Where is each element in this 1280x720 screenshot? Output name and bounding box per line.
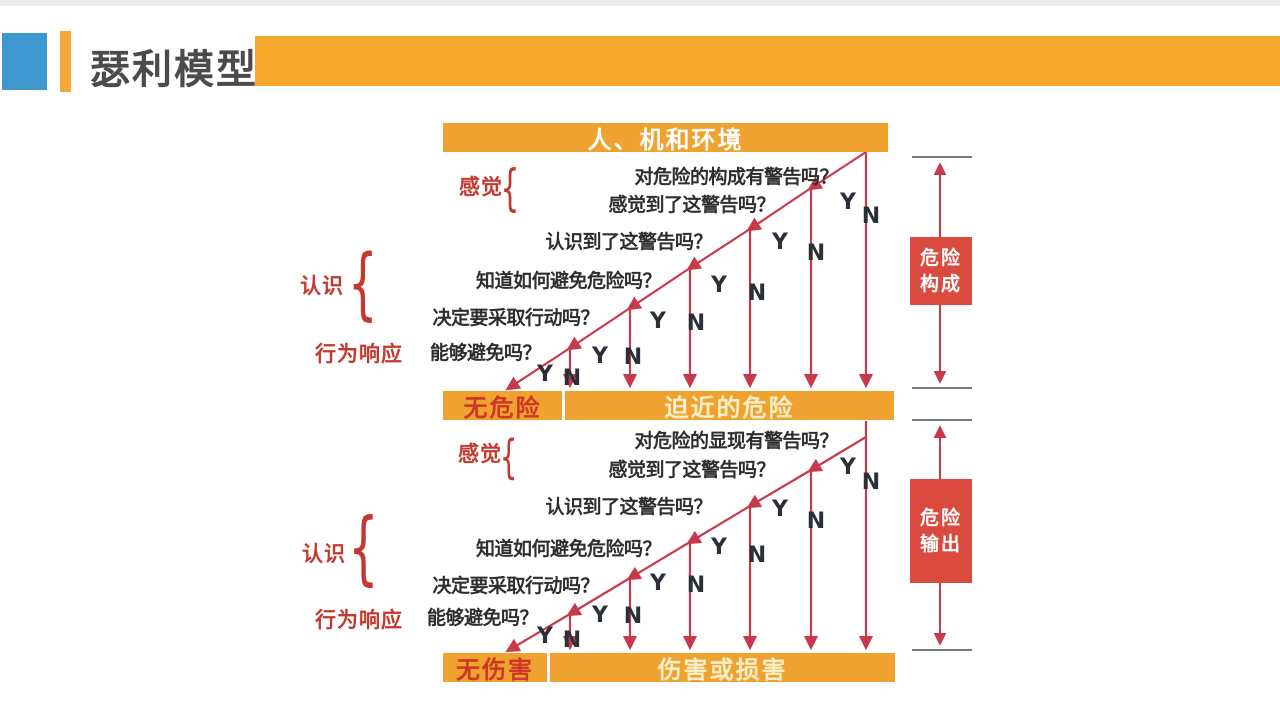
band-divider	[562, 391, 565, 420]
band-middle-right-cell: 迫近的危险	[565, 391, 894, 422]
no-label-section2: N	[562, 628, 582, 653]
yellow-accent-bar	[60, 31, 71, 92]
no-label-section1: N	[623, 345, 643, 370]
yes-label-section2: Y	[840, 455, 856, 480]
no-label-section2: N	[747, 543, 767, 568]
no-label-section1: N	[747, 281, 767, 306]
question: 能够避免吗？	[429, 342, 542, 364]
question: 感觉到了这警告吗？	[608, 194, 775, 216]
section1-tree	[505, 151, 874, 391]
band-middle-left-cell: 无危险	[443, 391, 562, 422]
injury-damage-label: 伤害或损害	[657, 656, 788, 684]
question: 知道如何避免危险吗？	[475, 270, 662, 292]
top-edge-strip	[0, 0, 1280, 6]
yes-label-section1: Y	[650, 309, 666, 334]
question: 认识到了这警告吗？	[545, 231, 712, 253]
yes-label-section2: Y	[772, 497, 788, 522]
side-box-line: 输出	[919, 533, 962, 555]
question: 认识到了这警告吗？	[545, 496, 712, 518]
band-top-label: 人、机和环境	[587, 126, 744, 154]
yes-label-section1: Y	[840, 190, 856, 215]
brace: {	[499, 430, 518, 484]
brace: {	[347, 239, 378, 329]
question: 决定要采取行动吗？	[432, 307, 599, 329]
no-label-section1: N	[806, 241, 826, 266]
group-label-behavior: 行为响应	[315, 608, 403, 632]
yes-label-section1: Y	[772, 230, 788, 255]
band-bottom-right-cell: 伤害或损害	[550, 653, 895, 684]
group-label-behavior: 行为响应	[315, 342, 403, 366]
group-label-sense: 感觉	[458, 442, 502, 466]
header-orange-bar	[255, 36, 1280, 86]
question: 对危险的显现有警告吗？	[634, 430, 838, 452]
no-label-section1: N	[562, 366, 582, 391]
side-box-line: 危险	[919, 247, 962, 269]
question: 感觉到了这警告吗？	[608, 459, 775, 481]
danger-output-box: 危险 输出	[910, 479, 972, 583]
imminent-danger-label: 迫近的危险	[664, 394, 795, 422]
no-label-section2: N	[686, 573, 706, 598]
no-label-section1: N	[686, 311, 706, 336]
yes-label-section2: Y	[711, 535, 727, 560]
yes-label-section2: Y	[592, 603, 608, 628]
danger-formation-box: 危险 构成	[910, 237, 972, 305]
side-box-line: 构成	[919, 273, 962, 295]
band-divider	[547, 653, 550, 682]
group-label-cognition: 认识	[302, 542, 346, 566]
no-danger-label: 无危险	[463, 394, 542, 422]
no-label-section1: N	[861, 204, 881, 229]
no-label-section2: N	[623, 604, 643, 629]
yes-label-section2: Y	[650, 571, 666, 596]
no-label-section2: N	[861, 470, 881, 495]
no-injury-label: 无伤害	[456, 656, 534, 684]
yes-label-section1: Y	[537, 362, 553, 387]
no-label-section2: N	[806, 509, 826, 534]
question: 能够避免吗？	[426, 607, 539, 629]
yes-label-section2: Y	[537, 624, 553, 649]
band-imminent-danger: 无危险 迫近的危险	[443, 391, 894, 422]
brace: {	[348, 501, 379, 594]
section2-tree	[505, 421, 874, 653]
group-label-sense: 感觉	[459, 175, 503, 199]
side-box-line: 危险	[919, 507, 962, 529]
yes-label-section1: Y	[711, 273, 727, 298]
yes-label-section1: Y	[592, 344, 608, 369]
band-bottom-left-cell: 无伤害	[443, 653, 547, 684]
question: 知道如何避免危险吗？	[475, 538, 662, 560]
band-man-machine-environment: 人、机和环境	[443, 123, 888, 154]
blue-accent-square	[2, 33, 47, 90]
group-label-cognition: 认识	[300, 274, 344, 298]
band-injury: 无伤害 伤害或损害	[443, 653, 895, 684]
question: 对危险的构成有警告吗？	[634, 166, 838, 188]
page-title: 瑟利模型	[90, 47, 258, 93]
question: 决定要采取行动吗？	[432, 575, 599, 597]
brace: {	[500, 159, 520, 217]
